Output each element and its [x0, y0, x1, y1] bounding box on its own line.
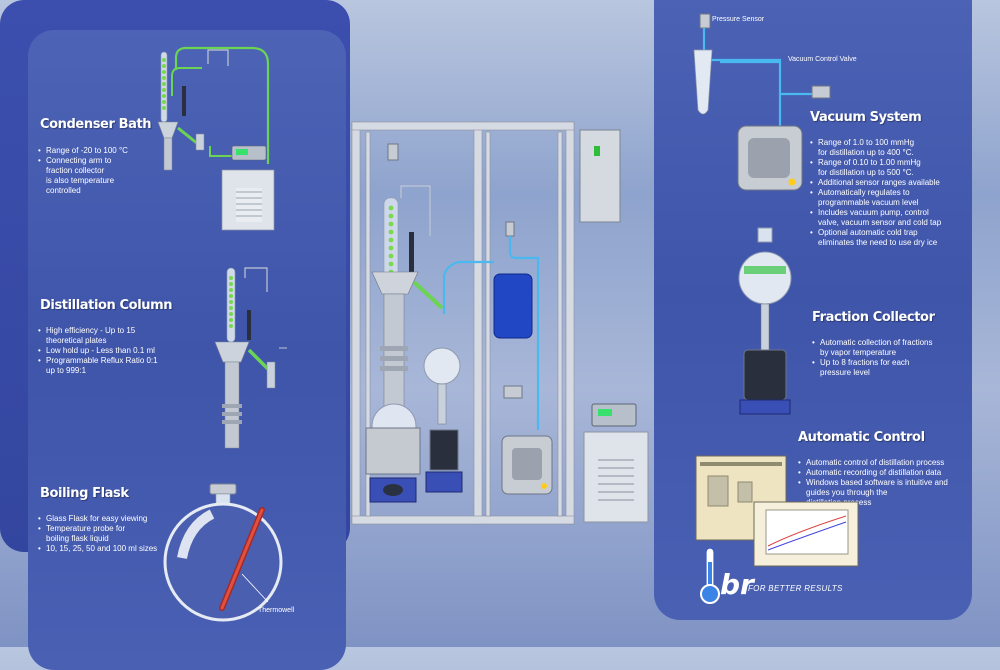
control-bullet-2: Automatic recording of distillation data	[798, 468, 948, 478]
vacuum-bullet-4: Automatically regulates to programmable …	[810, 188, 941, 208]
vacuum-system-illustration	[693, 13, 831, 191]
fraction-collector-bullets: Automatic collection of fractions by vap…	[812, 338, 933, 378]
vacuum-valve-callout: Vacuum Control Valve	[788, 56, 857, 63]
boiling-flask-bullets: Glass Flask for easy viewing Temperature…	[38, 514, 157, 554]
vacuum-bullet-6: Optional automatic cold trap eliminates …	[810, 228, 941, 248]
brand-logo-text: br	[720, 568, 754, 601]
fraction-collector-illustration	[738, 227, 792, 415]
distillation-apparatus-illustration	[351, 121, 649, 525]
vacuum-bullet-2: Range of 0.10 to 1.00 mmHg for distillat…	[810, 158, 941, 178]
automatic-control-title: Automatic Control	[798, 430, 925, 445]
distillation-column-illustration	[214, 267, 287, 449]
flask-bullet-1: Glass Flask for easy viewing	[38, 514, 157, 524]
fraction-collector-title: Fraction Collector	[812, 310, 935, 325]
control-bullet-1: Automatic control of distillation proces…	[798, 458, 948, 468]
column-bullet-2: Low hold up - Less than 0.1 ml	[38, 346, 158, 356]
distillation-column-title: Distillation Column	[40, 298, 173, 313]
boiling-flask-title: Boiling Flask	[40, 486, 129, 501]
collector-bullet-2: Up to 8 fractions for each pressure leve…	[812, 358, 933, 378]
br-logo-icon	[700, 547, 720, 604]
column-bullet-3: Programmable Reflux Ratio 0:1 up to 999:…	[38, 356, 158, 376]
vacuum-bullet-3: Additional sensor ranges available	[810, 178, 941, 188]
pressure-sensor-callout: Pressure Sensor	[712, 16, 765, 23]
vacuum-bullet-5: Includes vacuum pump, control valve, vac…	[810, 208, 941, 228]
condenser-bath-illustration	[157, 46, 275, 231]
column-bullet-1: High efficiency - Up to 15 theoretical p…	[38, 326, 158, 346]
boiling-flask-illustration	[163, 483, 283, 622]
condenser-bullet-1: Range of -20 to 100 °C	[38, 146, 128, 156]
flask-bullet-3: 10, 15, 25, 50 and 100 ml sizes	[38, 544, 157, 554]
flask-bullet-2: Temperature probe for boiling flask liqu…	[38, 524, 157, 544]
condenser-bullet-2: Connecting arm to fraction collector is …	[38, 156, 128, 196]
distillation-column-bullets: High efficiency - Up to 15 theoretical p…	[38, 326, 158, 376]
vacuum-bullet-1: Range of 1.0 to 100 mmHg for distillatio…	[810, 138, 941, 158]
collector-bullet-1: Automatic collection of fractions by vap…	[812, 338, 933, 358]
vacuum-system-title: Vacuum System	[810, 110, 922, 125]
brand-tagline: FOR BETTER RESULTS	[748, 584, 843, 593]
condenser-bath-title: Condenser Bath	[40, 117, 152, 132]
condenser-bath-bullets: Range of -20 to 100 °C Connecting arm to…	[38, 146, 128, 196]
vacuum-system-bullets: Range of 1.0 to 100 mmHg for distillatio…	[810, 138, 941, 248]
thermowell-callout: Thermowell	[258, 607, 295, 614]
software-screenshots-illustration	[695, 455, 859, 567]
